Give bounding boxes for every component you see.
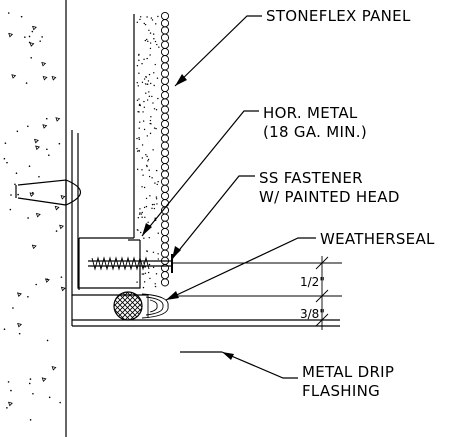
label-hor-metal-gauge: (18 GA. MIN.): [263, 123, 367, 141]
metal-drip-flashing: [71, 295, 340, 327]
label-ss-fastener: SS FASTENER: [259, 169, 363, 187]
label-metal-drip: METAL DRIP: [302, 363, 394, 381]
stoneflex-panel: [78, 11, 170, 290]
horizontal-metal-bracket: [71, 130, 148, 296]
label-ss-fastener-painted-head: W/ PAINTED HEAD: [259, 188, 400, 206]
ss-fastener: [88, 254, 173, 273]
concrete-wall: [3, 0, 67, 437]
label-hor-metal: HOR. METAL: [263, 104, 358, 122]
label-weatherseal: WEATHERSEAL: [320, 230, 435, 248]
weatherseal: [113, 291, 169, 321]
dimension-lines: [172, 256, 342, 330]
leader-lines: [141, 15, 316, 379]
label-flashing: FLASHING: [302, 382, 380, 400]
dimension-half-inch: 1/2": [300, 275, 325, 289]
label-stoneflex-panel: STONEFLEX PANEL: [266, 7, 411, 25]
anchor-bolt: [15, 179, 82, 206]
dimension-three-eighths-inch: 3/8": [300, 307, 325, 321]
